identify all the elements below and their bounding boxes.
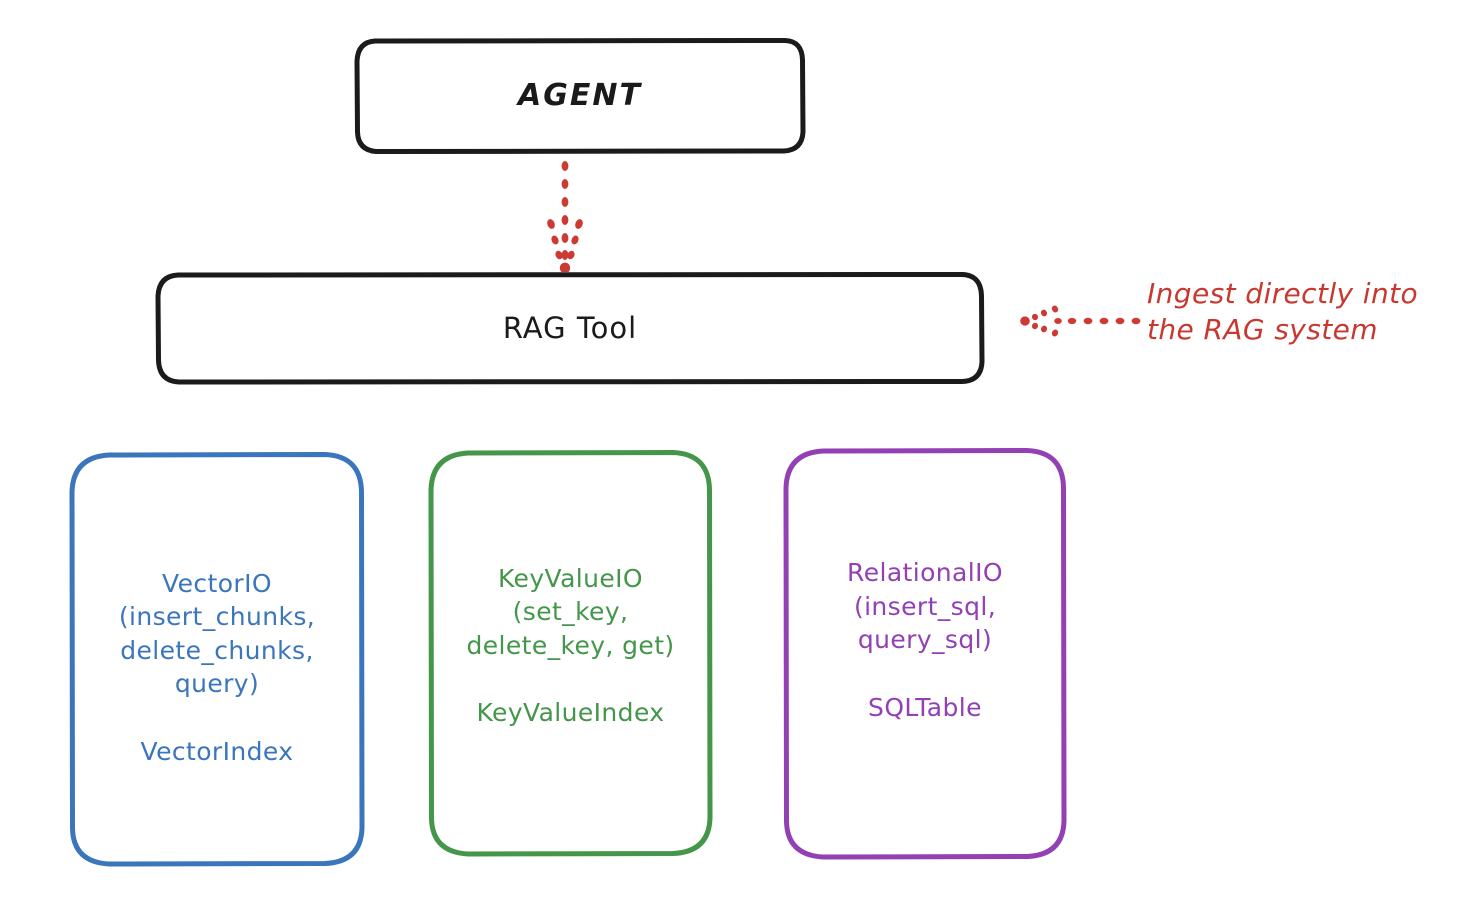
node-agent[interactable]: AGENT xyxy=(354,38,806,154)
vector-io-api-label: VectorIO (insert_chunks, delete_chunks, … xyxy=(118,568,316,699)
node-rag-tool-label: RAG Tool xyxy=(502,310,638,345)
relational-io-index-label: SQLTable xyxy=(868,692,982,722)
dotted-line-segments xyxy=(561,161,569,260)
key-value-io-index-label: KeyValueIndex xyxy=(476,698,665,727)
node-rag-tool[interactable]: RAG Tool xyxy=(155,272,985,385)
node-vector-io[interactable]: VectorIO (insert_chunks, delete_chunks, … xyxy=(69,452,365,867)
connector-agent-to-rag-tool xyxy=(547,161,583,274)
relational-io-content: RelationalIO (insert_sql, query_sql) SQL… xyxy=(783,556,1067,724)
dotted-line-segments xyxy=(1054,317,1141,325)
relational-io-api-label: RelationalIO (insert_sql, query_sql) xyxy=(847,558,1003,654)
arrowhead-left-icon xyxy=(1020,305,1059,337)
vector-io-index-label: VectorIndex xyxy=(140,736,294,766)
vector-io-content: VectorIO (insert_chunks, delete_chunks, … xyxy=(69,567,365,769)
key-value-io-content: KeyValueIO (set_key, delete_key, get) Ke… xyxy=(428,562,713,730)
connector-ingest-into-rag-tool xyxy=(1020,305,1141,337)
key-value-io-api-label: KeyValueIO (set_key, delete_key, get) xyxy=(466,563,675,660)
node-relational-io[interactable]: RelationalIO (insert_sql, query_sql) SQL… xyxy=(783,448,1067,860)
node-agent-label: AGENT xyxy=(518,78,642,114)
arrowhead-down-icon xyxy=(547,219,583,274)
node-key-value-io[interactable]: KeyValueIO (set_key, delete_key, get) Ke… xyxy=(428,450,713,857)
annotation-ingest-directly: Ingest directly into the RAG system xyxy=(1147,277,1419,346)
